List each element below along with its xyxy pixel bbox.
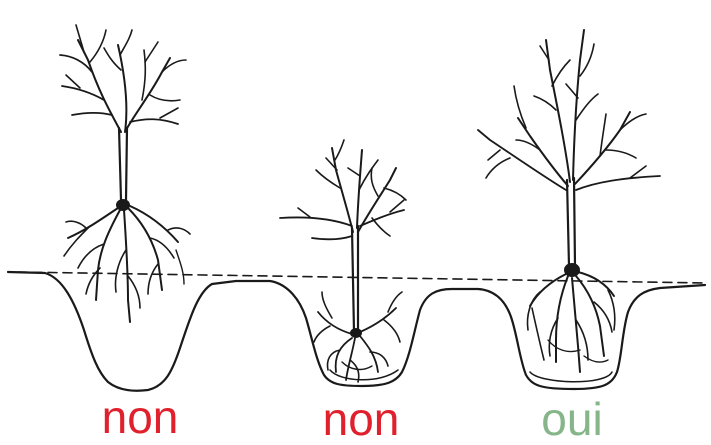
soil-level-dashed-line <box>18 272 705 283</box>
tree-1-drawing <box>60 25 190 322</box>
verdict-label-tree-2: non <box>323 396 400 442</box>
verdict-label-tree-1: non <box>102 394 179 440</box>
verdict-label-tree-3: oui <box>541 396 602 442</box>
tree-2-drawing <box>280 140 406 382</box>
tree-3-drawing <box>478 30 660 372</box>
